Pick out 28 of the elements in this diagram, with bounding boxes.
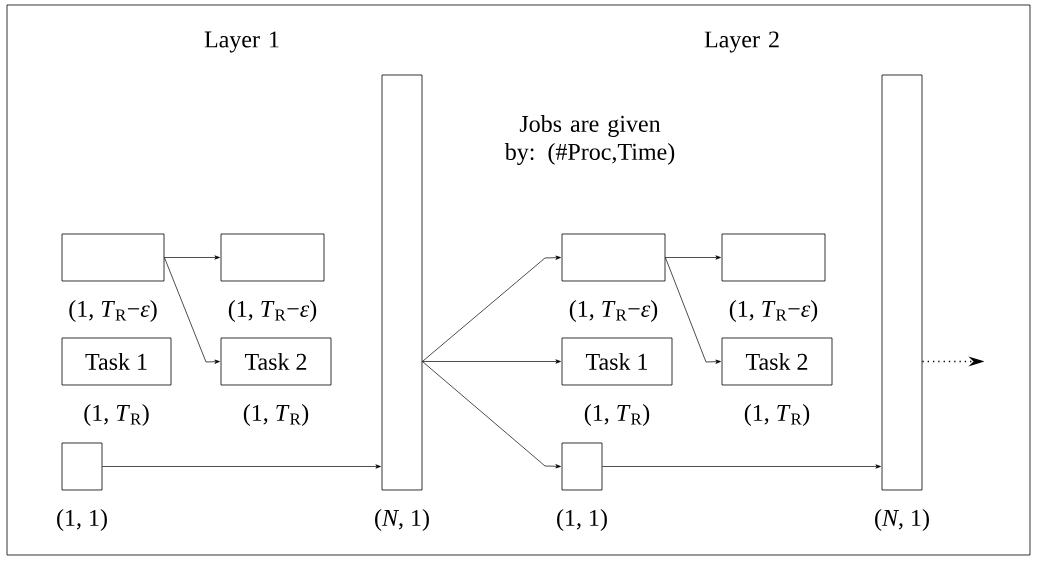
heading: Layer 1 (204, 31, 279, 53)
node-label: (1, T$_{R}$) (584, 404, 650, 426)
arrow (422, 255, 561, 362)
heading: Jobs are given by: (#Proc,Time) (504, 115, 675, 165)
arrow (164, 257, 220, 364)
arrow (422, 361, 561, 469)
arrow (422, 359, 561, 364)
arrow (665, 255, 721, 260)
node-label: (1, T$_{R}$) (243, 404, 309, 426)
node-label: (N, 1) (375, 509, 429, 531)
node-label: (1, T$_{R}$−ε) (569, 300, 658, 322)
node-label: (1, T$_{R}$−ε) (69, 300, 157, 322)
heading: Layer 2 (704, 31, 779, 53)
arrow (665, 257, 721, 364)
task-box: Task 2 (721, 337, 833, 386)
node-label: (1, 1) (557, 509, 607, 531)
task-box: Task 1 (561, 337, 673, 386)
arrow (602, 464, 881, 469)
node-label: (1, T$_{R}$−ε) (729, 300, 818, 322)
arrow (102, 464, 381, 469)
task-box: Task 2 (220, 337, 332, 386)
node-label: (1, T$_{R}$) (744, 404, 810, 426)
node-label: (1, 1) (57, 509, 107, 531)
node-label: (1, T$_{R}$) (84, 404, 149, 426)
task-box: Task 1 (61, 337, 172, 386)
node-label: (1, T$_{R}$−ε) (228, 300, 317, 322)
arrow (164, 255, 220, 260)
node-label: (N, 1) (875, 509, 929, 531)
